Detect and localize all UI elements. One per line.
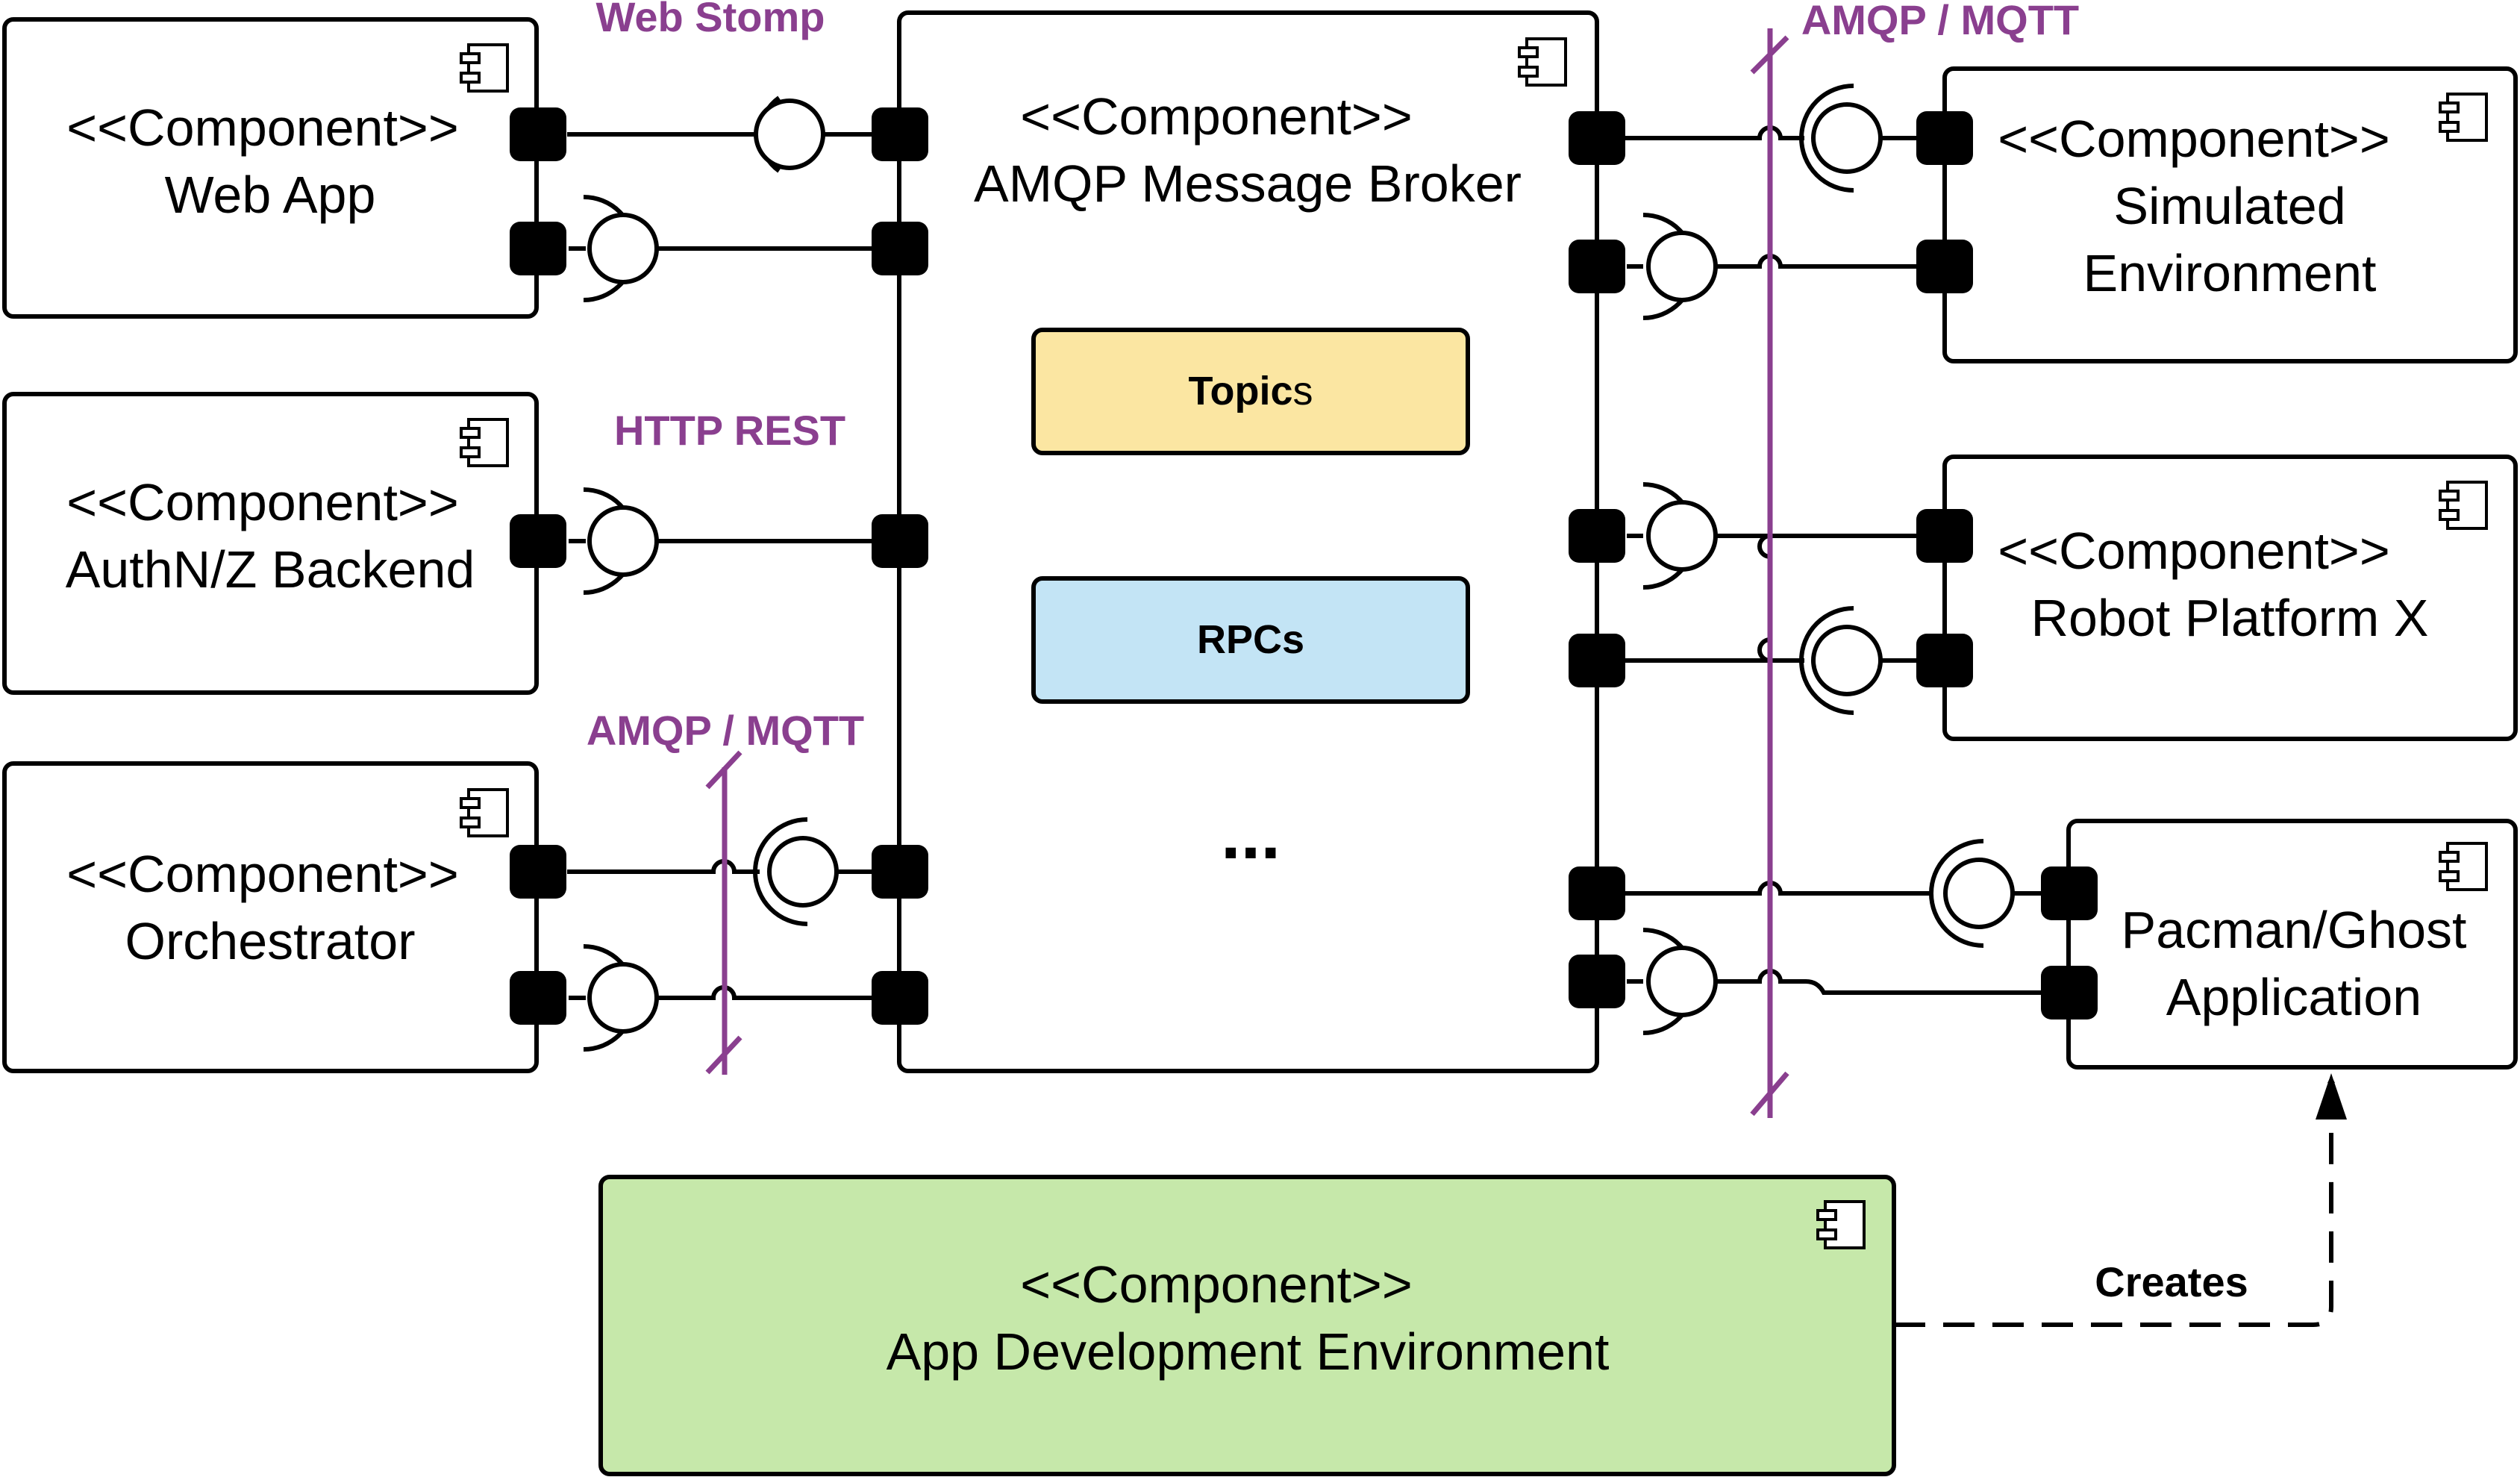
protocol-boundaries	[705, 28, 1789, 1118]
lollipop-circle	[1943, 858, 2015, 929]
simulated-name-line1: Simulated	[2113, 177, 2345, 235]
protocol-label-web-stomp: Web Stomp	[596, 0, 825, 40]
amqp-broker-component: <<Component>> AMQP Message Broker Topics…	[897, 10, 1599, 1073]
protocol-label-amqp-mqtt-right: AMQP / MQTT	[1801, 0, 2079, 43]
socket-arc	[1799, 84, 1854, 193]
creates-label: Creates	[2095, 1258, 2248, 1305]
port	[872, 971, 928, 1025]
port	[1916, 509, 1973, 563]
boundary-tick	[1750, 1071, 1789, 1117]
lollipop-circle	[1646, 231, 1718, 302]
port	[1569, 509, 1625, 563]
component-icon	[1518, 37, 1567, 87]
broker-name: AMQP Message Broker	[974, 154, 1522, 213]
protocol-label-http-rest: HTTP REST	[614, 407, 845, 454]
lollipop-circle	[1811, 102, 1883, 174]
component-icon	[1816, 1200, 1866, 1249]
orchestrator-component: <<Component>> Orchestrator	[2, 761, 539, 1073]
port	[510, 971, 566, 1025]
lollipop-circle	[587, 505, 659, 577]
component-icon	[460, 418, 509, 467]
authnz-stereotype: <<Component>>	[66, 473, 458, 531]
port	[872, 845, 928, 899]
port	[1916, 111, 1973, 165]
protocol-label-amqp-mqtt-left: AMQP / MQTT	[587, 707, 864, 754]
pacman-application-component: Pacman/Ghost Application	[2066, 819, 2518, 1070]
lollipop-circle	[1646, 946, 1718, 1017]
ports	[510, 107, 2098, 1025]
port	[510, 845, 566, 899]
connector-line	[1716, 534, 1771, 559]
port	[1569, 866, 1625, 920]
port	[510, 222, 566, 275]
port	[1569, 111, 1625, 165]
simulated-stereotype: <<Component>>	[1998, 110, 2389, 168]
port	[510, 514, 566, 568]
simulated-environment-component: <<Component>> Simulated Environment	[1942, 66, 2518, 363]
web-app-component: <<Component>> Web App	[2, 17, 539, 319]
pacman-name-line2: Application	[2166, 968, 2421, 1026]
app-development-environment-component: <<Component>> App Development Environmen…	[598, 1175, 1896, 1476]
boundary-tick	[1750, 35, 1789, 75]
port	[1916, 240, 1973, 293]
topics-label: Topics	[1189, 369, 1313, 413]
component-icon	[2439, 93, 2488, 142]
topics-box	[1031, 328, 1470, 455]
web-app-name: Web App	[165, 166, 376, 224]
provided-interfaces	[587, 99, 2015, 1034]
rpcs-label: RPCs	[1197, 617, 1304, 662]
port	[1569, 634, 1625, 687]
component-icon	[460, 43, 509, 93]
component-icon	[460, 788, 509, 837]
lollipop-circle	[754, 99, 825, 170]
boundary-tick	[705, 1035, 742, 1075]
component-icon	[2439, 481, 2488, 530]
robot-platform-component: <<Component>> Robot Platform X	[1942, 455, 2518, 741]
lollipop-circle	[767, 836, 839, 908]
port	[1569, 955, 1625, 1008]
lollipop-circle	[1646, 500, 1718, 572]
socket-arc	[753, 817, 808, 926]
broker-stereotype: <<Component>>	[1020, 87, 1412, 146]
authnz-name: AuthN/Z Backend	[66, 540, 475, 599]
simulated-name-line2: Environment	[2083, 244, 2377, 302]
component-icon	[2439, 842, 2488, 891]
orchestrator-name: Orchestrator	[125, 912, 416, 970]
connector-line	[1716, 254, 1916, 269]
more-ellipsis: ...	[1221, 794, 1281, 874]
port	[872, 107, 928, 161]
lollipop-circle	[587, 213, 659, 284]
port	[2041, 966, 2098, 1019]
connector-line	[1625, 881, 1933, 896]
orchestrator-stereotype: <<Component>>	[66, 845, 458, 903]
dev-env-name: App Development Environment	[887, 1323, 1610, 1381]
lollipop-circle	[587, 962, 659, 1034]
rpcs-box	[1031, 576, 1470, 704]
port	[872, 222, 928, 275]
port	[2041, 866, 2098, 920]
lollipop-circle	[1811, 625, 1883, 696]
port	[1569, 240, 1625, 293]
connector-line	[567, 859, 760, 874]
pacman-name-line1: Pacman/Ghost	[2122, 901, 2467, 959]
boundary-tick	[705, 750, 742, 790]
connector-line	[657, 985, 872, 1000]
connector-line	[1625, 125, 1804, 140]
dev-env-stereotype: <<Component>>	[1020, 1255, 1412, 1314]
creates-dependency-arrow	[1894, 1075, 2335, 1327]
robot-name: Robot Platform X	[2031, 589, 2429, 647]
web-app-stereotype: <<Component>>	[66, 99, 458, 157]
robot-stereotype: <<Component>>	[1998, 522, 2389, 580]
socket-arc	[1799, 606, 1854, 715]
port	[1916, 634, 1973, 687]
port	[510, 107, 566, 161]
socket-arc	[1929, 839, 1984, 948]
arrowhead-icon	[2316, 1073, 2347, 1120]
port	[872, 514, 928, 568]
authnz-backend-component: <<Component>> AuthN/Z Backend	[2, 392, 539, 695]
connector-line	[1716, 969, 2041, 995]
connector-line	[1625, 637, 1771, 663]
